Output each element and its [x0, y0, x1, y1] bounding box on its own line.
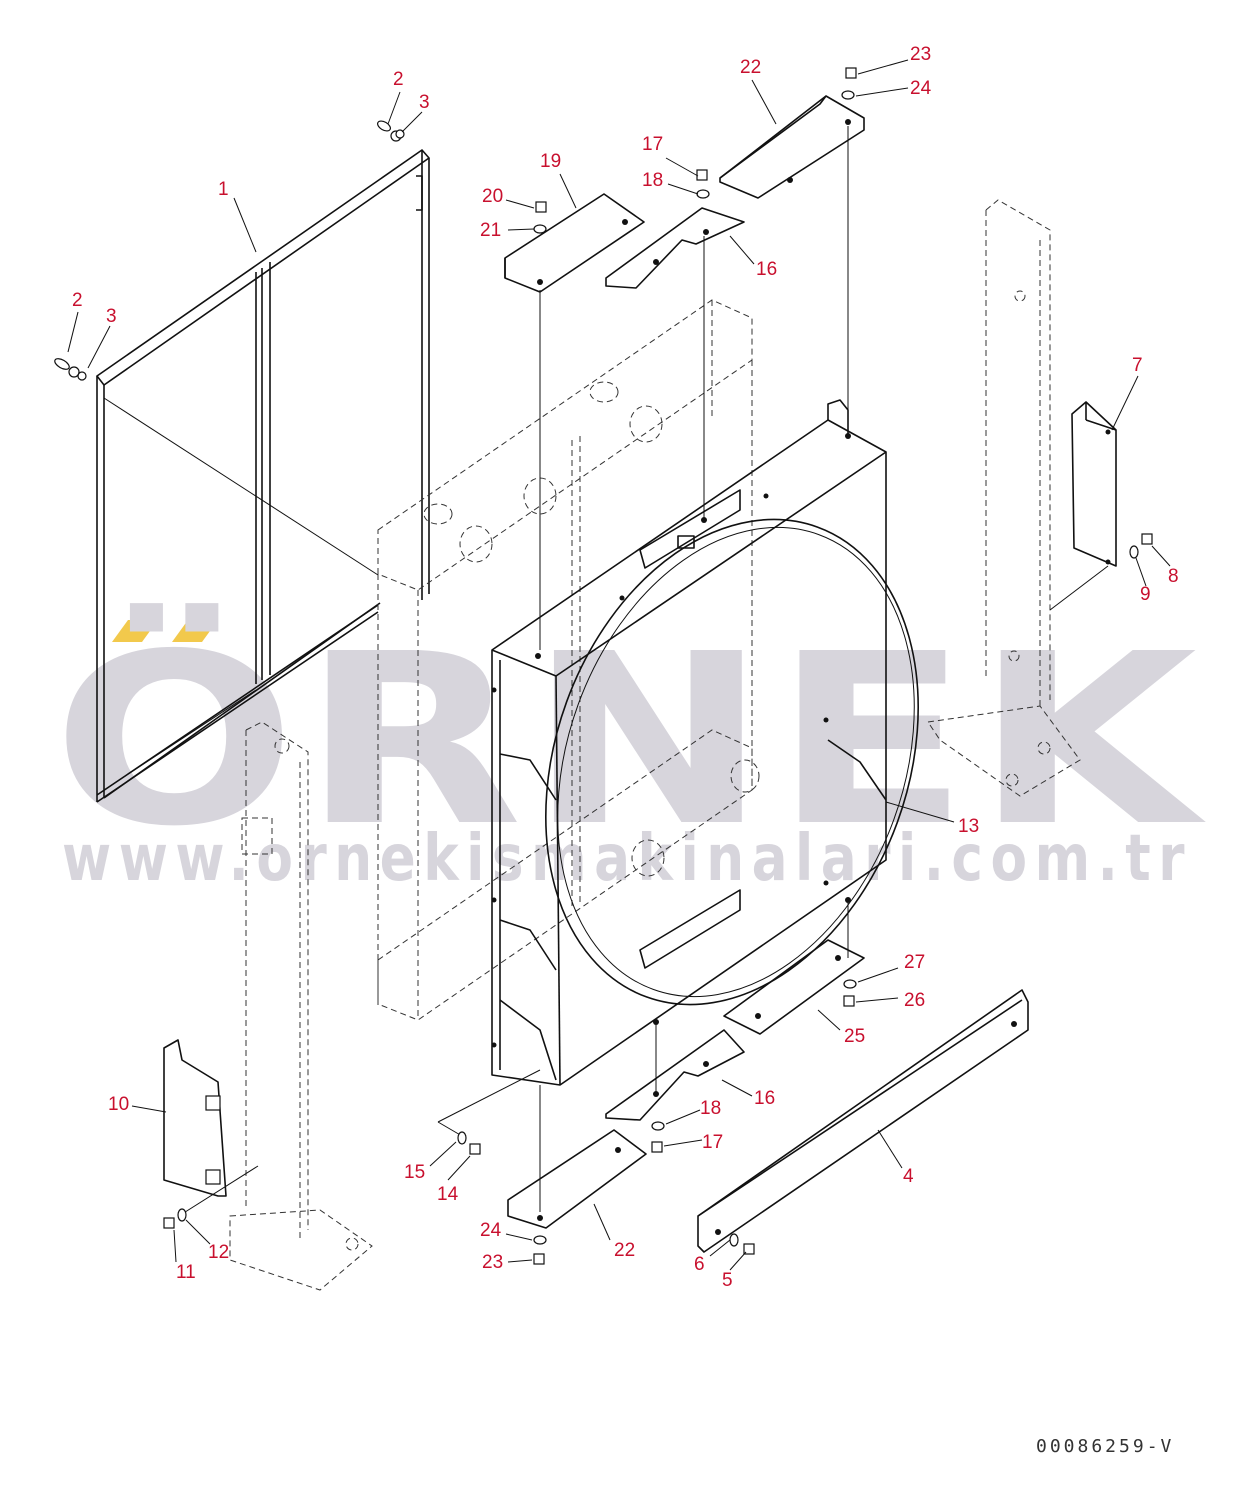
callout-9: 9	[1140, 584, 1151, 605]
callout-7: 7	[1132, 355, 1143, 376]
plate-7	[1071, 401, 1117, 567]
callout-25: 25	[844, 1026, 865, 1047]
callout-4: 4	[903, 1166, 914, 1187]
watermark-accent-left	[112, 620, 158, 642]
wing-bolt-left	[54, 358, 87, 381]
radiator-core	[377, 299, 760, 1021]
fasteners	[163, 67, 1153, 1265]
callout-15: 15	[404, 1162, 425, 1183]
screen-frame	[96, 149, 430, 803]
callout-5: 5	[722, 1270, 733, 1291]
callout-2-top: 2	[393, 69, 404, 90]
bracket-16-bottom	[605, 1029, 745, 1121]
callout-17-top: 17	[642, 134, 663, 155]
bracket-16-top	[605, 207, 745, 289]
plate-10	[163, 1039, 227, 1197]
drawing-id: 00086259-V	[1036, 1436, 1174, 1457]
callout-16-bottom: 16	[754, 1088, 775, 1109]
callout-22-top: 22	[740, 57, 761, 78]
callout-10: 10	[108, 1094, 129, 1115]
callout-14: 14	[437, 1184, 459, 1205]
watermark-url: www.ornekismakinalari.com.tr	[62, 822, 1192, 896]
watermark-accent-right	[172, 620, 218, 642]
callout-16-top: 16	[756, 259, 777, 280]
callout-21: 21	[480, 220, 501, 241]
bracket-25	[723, 939, 865, 1035]
callout-23-bottom: 23	[482, 1252, 503, 1273]
callout-18-top: 18	[642, 170, 663, 191]
wing-bolt-top	[377, 120, 405, 142]
callout-6: 6	[694, 1254, 705, 1275]
assembly-lines	[181, 126, 1109, 1215]
callout-labels: 1 2 3 2 3 4 5 6 7 8 9 10 11 12 13 14 15 …	[72, 44, 1179, 1291]
bracket-22-top	[719, 95, 865, 199]
callout-27: 27	[904, 952, 925, 973]
right-post	[927, 199, 1081, 797]
callout-18-bottom: 18	[700, 1098, 721, 1119]
callout-8: 8	[1168, 566, 1179, 587]
callout-26: 26	[904, 990, 925, 1011]
callout-20: 20	[482, 186, 503, 207]
left-post	[229, 721, 373, 1291]
callout-2-left: 2	[72, 290, 83, 311]
callout-3-top: 3	[419, 92, 430, 113]
lower-bar	[697, 989, 1029, 1253]
callout-24-bottom: 24	[480, 1220, 502, 1241]
fan-shroud	[491, 399, 919, 1086]
bracket-22-bottom	[507, 1129, 647, 1229]
callout-23-top: 23	[910, 44, 931, 65]
callout-3-left: 3	[106, 306, 117, 327]
watermark: ÖRNEK www.ornekismakinalari.com.tr	[52, 603, 1207, 896]
bracket-19	[504, 193, 645, 293]
callout-22-bottom: 22	[614, 1240, 635, 1261]
callout-13: 13	[958, 816, 979, 837]
callout-19: 19	[540, 151, 561, 172]
leader-lines	[67, 59, 1171, 1271]
watermark-brand: ÖRNEK	[52, 603, 1207, 878]
callout-11: 11	[176, 1262, 196, 1283]
callout-24-top: 24	[910, 78, 932, 99]
callout-17-bottom: 17	[702, 1132, 723, 1153]
callout-12: 12	[208, 1242, 229, 1263]
callout-1: 1	[218, 179, 229, 200]
